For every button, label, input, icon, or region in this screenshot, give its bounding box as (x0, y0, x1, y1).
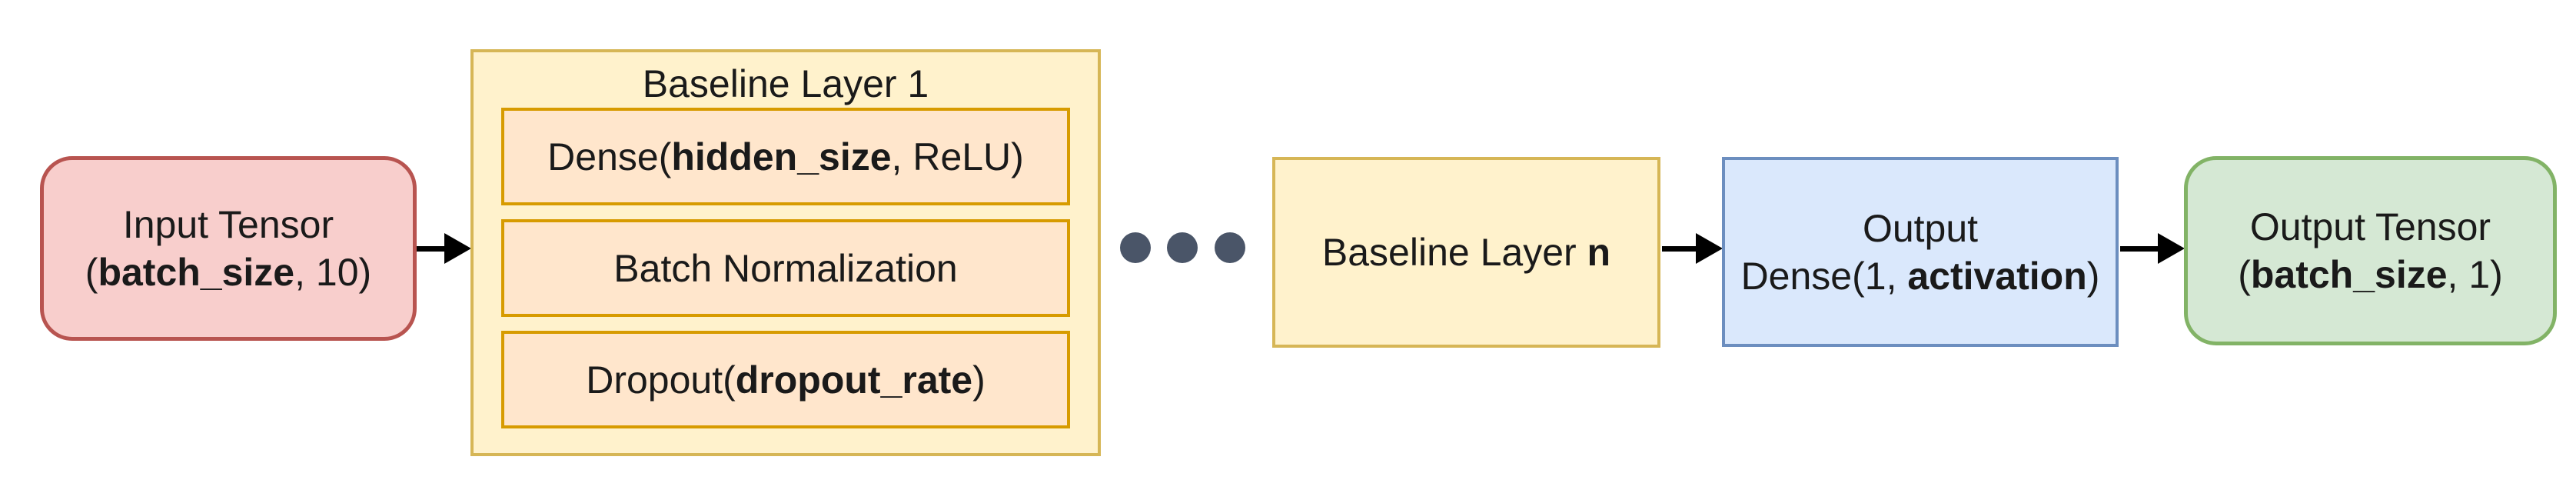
arrow-output-to-tensor (2120, 233, 2185, 264)
arrow-layern-to-output (1662, 233, 1723, 264)
output-tensor-line1: Output Tensor (2249, 205, 2491, 248)
dense-layer-node: Dense(hidden_size, ReLU) (501, 108, 1070, 205)
ellipsis-dot-1 (1120, 232, 1151, 263)
baseline-layer-n-node: Baseline Layer n (1272, 157, 1660, 348)
arrow-shaft (2120, 245, 2158, 252)
arrowhead-icon (1696, 233, 1723, 264)
arrow-input-to-layer1 (417, 233, 471, 264)
input-tensor-line1: Input Tensor (122, 203, 334, 246)
arrowhead-icon (2158, 233, 2185, 264)
baseline-layer-1-title: Baseline Layer 1 (642, 62, 929, 105)
baseline-layer-n-label: Baseline Layer n (1321, 231, 1611, 274)
input-tensor-line2: (batch_size, 10) (85, 251, 372, 294)
output-tensor-line2: (batch_size, 1) (2238, 253, 2503, 296)
dropout-node: Dropout(dropout_rate) (501, 331, 1070, 428)
arrow-shaft (1662, 245, 1696, 252)
arrow-shaft (417, 245, 444, 252)
arrowhead-icon (444, 233, 471, 264)
batch-normalization-node: Batch Normalization (501, 219, 1070, 317)
input-tensor-node: Input Tensor (batch_size, 10) (40, 156, 417, 341)
output-dense-node: Output Dense(1, activation) (1722, 157, 2119, 347)
output-tensor-node: Output Tensor (batch_size, 1) (2184, 156, 2557, 345)
output-dense-line1: Output (1862, 206, 1979, 250)
baseline-layer-1-node: Baseline Layer 1 Dense(hidden_size, ReLU… (470, 49, 1101, 456)
ellipsis-dot-3 (1215, 232, 1245, 263)
output-dense-line2: Dense(1, activation) (1740, 254, 2100, 298)
ellipsis-dot-2 (1167, 232, 1198, 263)
